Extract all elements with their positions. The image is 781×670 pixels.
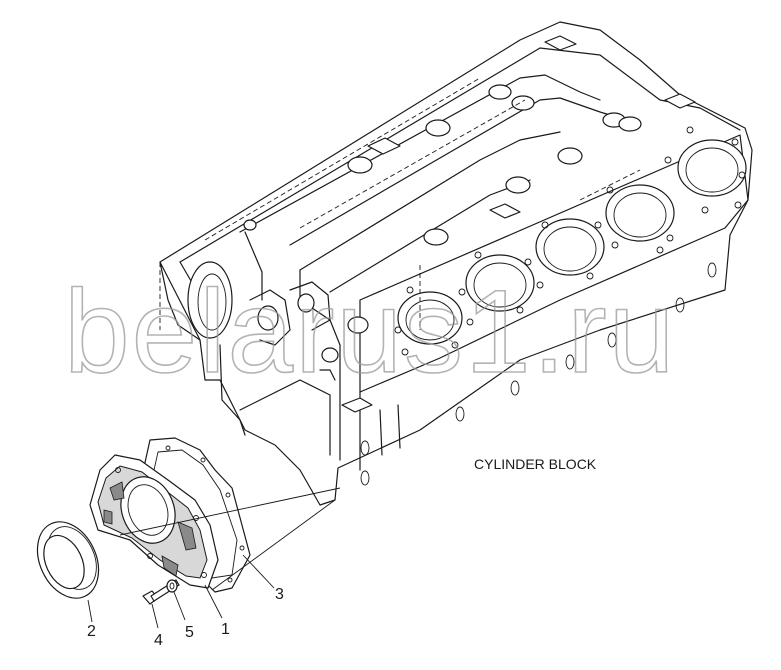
callout-leaders [87, 554, 275, 629]
cylinder-block-label: CYLINDER BLOCK [474, 456, 597, 472]
callout-2: 2 [87, 623, 96, 640]
hidden-lines [159, 77, 641, 330]
rear-cover [89, 454, 219, 589]
callout-5: 5 [185, 624, 194, 641]
callout-3: 3 [275, 586, 284, 603]
cylinder-block [159, 21, 753, 506]
callout-4: 4 [154, 632, 163, 649]
side-openings [360, 262, 717, 486]
oil-seal [36, 521, 100, 599]
rear-face-detail [187, 261, 336, 456]
cylinder-bores [397, 139, 747, 345]
watermark-text: belarus1.ru [64, 266, 676, 398]
callout-1: 1 [221, 621, 230, 638]
top-deck-bosses [243, 84, 642, 363]
top-deck-pads [341, 35, 696, 413]
washer [166, 579, 178, 593]
stud-holes [394, 126, 746, 356]
assembly-lines [119, 487, 341, 591]
